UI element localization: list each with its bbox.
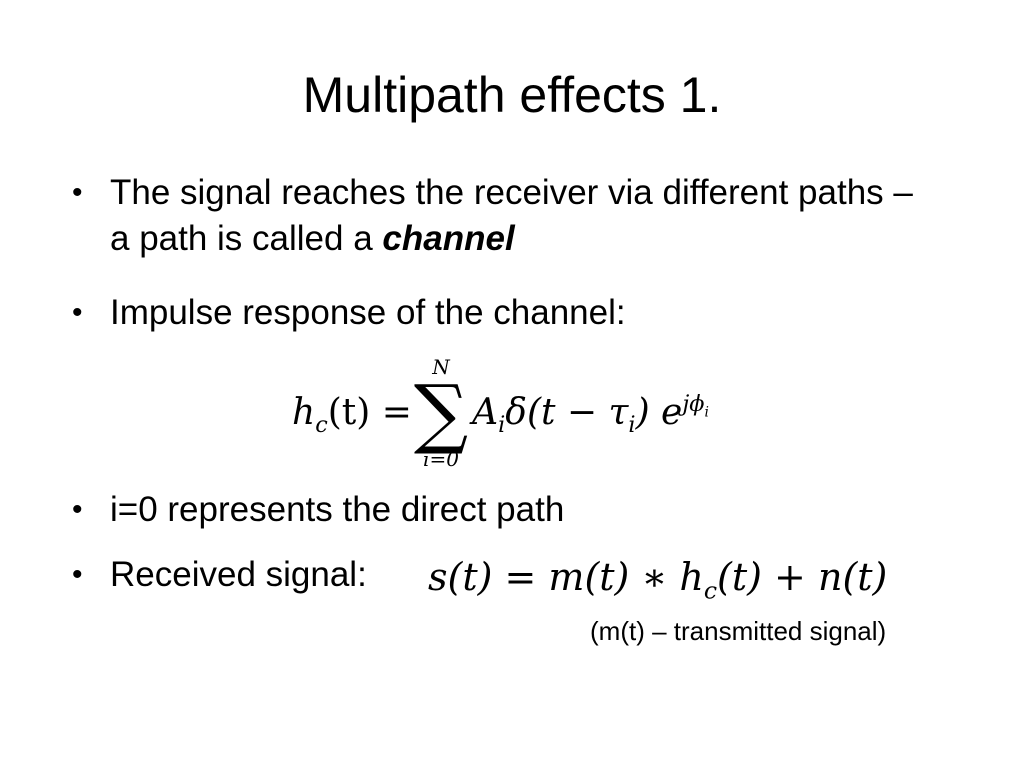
sigma-icon: ∑ [413, 367, 469, 457]
transmitted-signal-note: (m(t) – transmitted signal) [590, 616, 887, 646]
slide-title: Multipath effects 1. [302, 67, 722, 123]
bullet-text-plain: The signal reaches the receiver via diff… [110, 173, 913, 258]
sum-lower-limit: i=0 [423, 446, 459, 471]
bullet-item-2: • Impulse response of the channel: [72, 290, 940, 336]
bullet-icon: • [72, 296, 83, 329]
bullet-text: Received signal: [110, 555, 367, 594]
impulse-response-equation: hc(t) = N ∑ i=0 Aiδ(t − τi) ejϕi [292, 350, 709, 475]
received-signal-equation: s(t) = m(t) ∗ hc(t) + n(t) [428, 555, 888, 605]
sum-upper-limit: N [432, 354, 450, 379]
bullet-item-3: • i=0 represents the direct path [72, 487, 940, 533]
bullet-text: Impulse response of the channel: [110, 293, 626, 332]
eq-lhs: hc(t) = [292, 392, 412, 439]
bullet-text-emphasis: channel [382, 219, 515, 258]
summation: N ∑ i=0 [414, 356, 468, 470]
bullet-text: The signal reaches the receiver via diff… [110, 170, 940, 262]
bullet-item-4: • Received signal: [72, 552, 430, 598]
bullet-icon: • [72, 558, 83, 591]
eq-term: Aiδ(t − τi) ejϕi [472, 391, 709, 439]
bullet-icon: • [72, 493, 83, 526]
bullet-text: i=0 represents the direct path [110, 490, 565, 529]
bullet-icon: • [72, 176, 83, 209]
bullet-item-1: • The signal reaches the receiver via di… [72, 170, 940, 262]
